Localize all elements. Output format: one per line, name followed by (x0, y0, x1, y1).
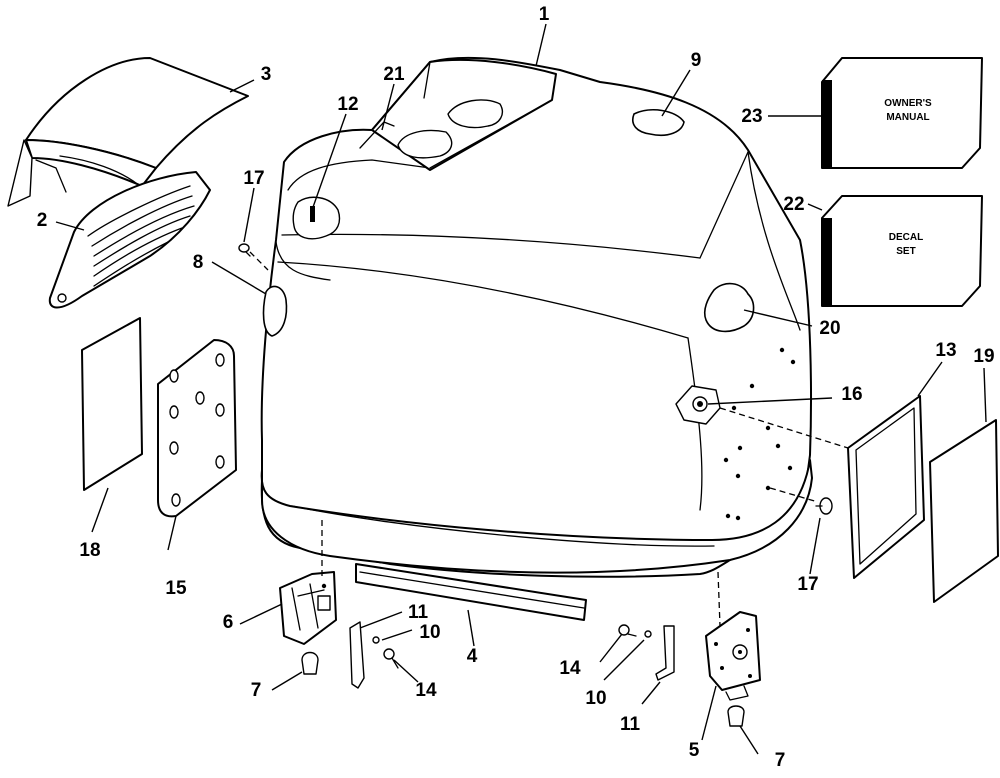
callout-13: 13 (935, 340, 956, 361)
owners-manual-box: OWNER'S MANUAL (821, 57, 983, 169)
screw-17a-icon (238, 243, 251, 257)
seal-patch-8 (262, 285, 288, 337)
callout-20: 20 (819, 318, 840, 339)
screw-14a-icon (383, 648, 399, 669)
callout-14b: 14 (415, 680, 437, 701)
callout-21: 21 (383, 64, 405, 85)
washer-10b-icon (644, 630, 652, 638)
callout-22: 22 (783, 194, 804, 215)
callout-11b: 11 (620, 714, 641, 735)
callout-3: 3 (261, 64, 272, 85)
hook-11a (349, 621, 365, 689)
callout-15: 15 (165, 578, 187, 599)
washer-10a-icon (372, 636, 380, 644)
owners-manual-line1: OWNER'S (884, 98, 932, 109)
callout-17a: 17 (243, 168, 264, 189)
air-silencer-base-2 (48, 171, 211, 309)
decal-set-line1: DECAL (889, 232, 923, 243)
callout-6: 6 (223, 612, 234, 633)
callout-2: 2 (37, 210, 48, 231)
screw-14b-icon (618, 624, 637, 637)
callout-10b: 10 (585, 688, 606, 709)
callout-11a: 11 (408, 602, 429, 623)
air-silencer-cover-3 (7, 57, 249, 207)
callout-1: 1 (539, 4, 550, 25)
leader-lines (55, 23, 987, 755)
seal-patch-20 (703, 282, 755, 333)
frame-13 (847, 395, 925, 579)
callout-labels: 1 2 3 4 5 6 7 7 8 9 10 10 11 11 12 13 14… (37, 4, 995, 771)
latch-screw-12-icon (310, 206, 315, 222)
grommet-16 (675, 385, 721, 425)
screw-17b-icon (815, 497, 833, 515)
seal-strip-4 (355, 563, 587, 621)
callout-4: 4 (467, 646, 478, 667)
knob-7b-icon (727, 705, 745, 727)
decal-set-line2: SET (896, 246, 915, 257)
callout-7a: 7 (251, 680, 262, 701)
latch-bracket-6 (279, 571, 337, 645)
gasket-18 (81, 317, 143, 491)
callout-16: 16 (841, 384, 862, 405)
callout-19: 19 (973, 346, 994, 367)
latch-plate-12 (292, 196, 341, 240)
callout-18: 18 (79, 540, 100, 561)
callout-12: 12 (337, 94, 358, 115)
grille-panel-15 (157, 339, 237, 518)
callout-23: 23 (741, 106, 762, 127)
callout-10a: 10 (419, 622, 440, 643)
callout-14a: 14 (559, 658, 581, 679)
hook-11b (655, 625, 675, 681)
latch-bracket-5 (705, 611, 761, 701)
callout-5: 5 (689, 740, 700, 761)
knob-7a-icon (301, 651, 319, 675)
callout-7b: 7 (775, 750, 786, 771)
callout-9: 9 (691, 50, 702, 71)
gasket-19 (929, 419, 999, 603)
seal-patch-9 (632, 109, 685, 137)
callout-8: 8 (193, 252, 204, 273)
decal-set-box: DECAL SET (821, 195, 983, 307)
motor-cover (260, 56, 813, 578)
callout-17b: 17 (797, 574, 818, 595)
owners-manual-line2: MANUAL (886, 112, 929, 123)
